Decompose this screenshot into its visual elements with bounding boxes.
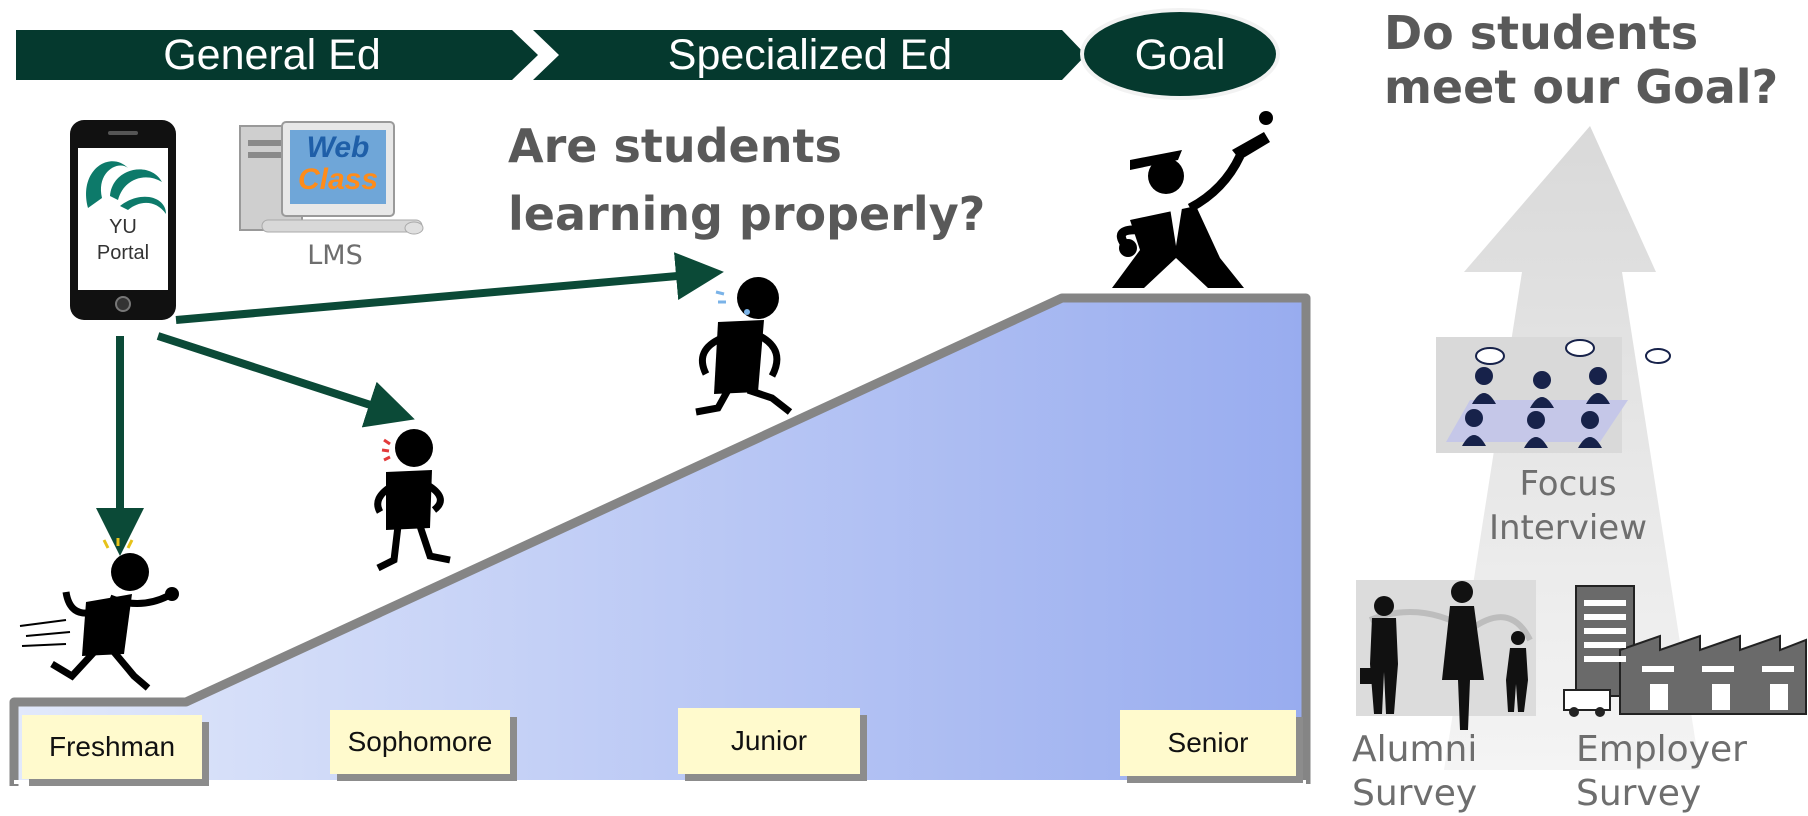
- stage-goal-label: Goal: [1134, 31, 1226, 79]
- stage-banner: [16, 8, 1280, 100]
- focus-interview-picture: [1436, 337, 1671, 453]
- learning-question-line2: learning properly?: [508, 187, 986, 241]
- lms-label: LMS: [307, 240, 363, 271]
- focus-interview-label-line2: Interview: [1488, 508, 1648, 548]
- goal-question-line1: Do students: [1384, 6, 1699, 60]
- stage-specialized-ed-label: Specialized Ed: [667, 31, 953, 79]
- employer-survey-label-line2: Survey: [1576, 773, 1702, 814]
- focus-interview-label-line1: Focus: [1519, 464, 1617, 504]
- specialized-ed-chevron: [533, 30, 1086, 80]
- alumni-survey-picture: [1356, 580, 1536, 730]
- freshman-student-figure: [19, 538, 179, 691]
- portal-label-line2: Portal: [96, 242, 150, 264]
- arrow-to-junior: [175, 252, 724, 324]
- employer-survey-picture: [1563, 585, 1807, 717]
- flow-arrows: [96, 252, 724, 556]
- year-senior-label: Senior: [1120, 710, 1296, 776]
- lms-computer-icon: [239, 121, 424, 235]
- arrow-to-sophomore: [156, 332, 415, 428]
- stage-general-ed-label: General Ed: [163, 31, 381, 79]
- portal-label-line1: YU: [109, 216, 137, 238]
- employer-survey-label-line1: Employer: [1576, 729, 1747, 770]
- webclass-logo-line1: Web: [306, 131, 370, 164]
- graduate-figure: [1112, 111, 1273, 288]
- alumni-survey-label-line2: Survey: [1352, 773, 1478, 814]
- year-freshman-label: Freshman: [22, 715, 202, 779]
- sophomore-student-figure: [374, 429, 451, 572]
- portal-phone-icon: [70, 120, 176, 320]
- junior-student-figure: [695, 277, 793, 416]
- goal-question-line2: meet our Goal?: [1384, 60, 1779, 114]
- general-ed-chevron: [16, 30, 538, 80]
- learning-question-line1: Are students: [508, 119, 842, 173]
- learning-slope: [9, 293, 1311, 786]
- goal-ellipse: [1080, 8, 1280, 100]
- year-junior-label: Junior: [678, 708, 860, 774]
- webclass-logo-line2: Class: [297, 163, 379, 196]
- year-sophomore-label: Sophomore: [330, 710, 510, 774]
- alumni-survey-label-line1: Alumni: [1352, 729, 1478, 770]
